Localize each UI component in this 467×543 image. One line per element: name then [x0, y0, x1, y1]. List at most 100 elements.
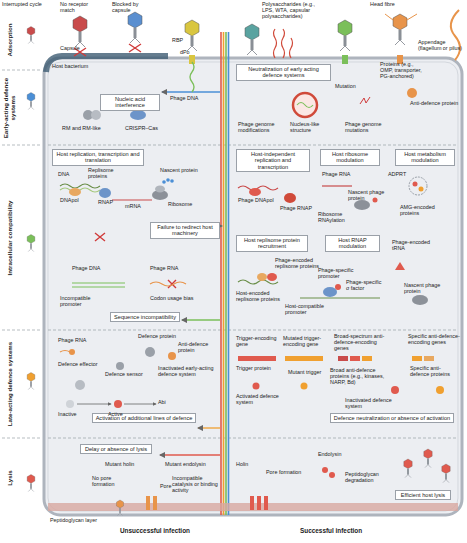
nucleus-like-structure	[293, 93, 317, 117]
annotation-label: Host bacterium	[52, 64, 92, 70]
label-box: Failure to redirect host machinery	[150, 222, 220, 239]
annotation-label: Defence protein	[138, 334, 178, 340]
row-separator	[2, 70, 458, 438]
row-heading: Adsorption	[7, 10, 14, 70]
defence-cascade	[145, 347, 155, 357]
host-cell	[44, 58, 462, 515]
lysis-membrane	[48, 467, 458, 511]
defence-protein	[91, 110, 101, 120]
annotation-label: Nascent phage protein	[348, 190, 390, 202]
host-machinery	[99, 188, 111, 198]
annotation-label: Active	[108, 412, 134, 418]
annotation-label: Pore formation	[266, 470, 306, 476]
annotation-label: Phage-encoded replisome proteins	[275, 258, 321, 270]
host-machinery	[166, 178, 170, 182]
progeny-phage	[404, 459, 412, 478]
phage-machinery	[412, 295, 428, 305]
appendage	[451, 10, 460, 60]
adsorbing-phage	[128, 12, 142, 43]
annotation-label: Specific anti-defence proteins	[410, 366, 460, 378]
interrupted-phage	[27, 373, 35, 390]
nucleus-like-structure	[293, 93, 317, 117]
block-cross	[74, 44, 176, 288]
defence-cascade	[391, 386, 399, 394]
row-separator	[2, 438, 40, 439]
annotation-label: Defence sensor	[105, 372, 143, 378]
annotation-label: Phage genome mutations	[345, 122, 395, 134]
defence-cascade	[424, 356, 434, 361]
annotation-label: RBP	[172, 38, 192, 44]
box-text: Nucleic acid interference	[103, 96, 157, 109]
phage-machinery	[257, 273, 267, 281]
receptor-protein	[189, 55, 403, 64]
annotation-label: CRISPR–Cas	[125, 126, 165, 132]
box-text: Host ribosome modulation	[323, 151, 377, 164]
host-machinery	[162, 180, 166, 184]
box-text: Sequence incompatibility	[113, 314, 177, 320]
block-cross	[129, 44, 141, 52]
box-text: Host RNAP modulation	[328, 237, 377, 250]
row-separator	[48, 438, 458, 439]
row-separator	[2, 145, 40, 146]
annotation-label: Mutated trigger-encoding gene	[283, 336, 329, 348]
block-cross	[95, 233, 105, 241]
box-text: Failure to redirect host machinery	[153, 224, 217, 237]
annotation-label: No pore formation	[92, 476, 130, 488]
annotation-label: Mutant trigger	[288, 370, 328, 376]
annotation-label: Replisome proteins	[88, 168, 128, 180]
defence-cascade	[75, 380, 85, 390]
label-box: Host metabolism modulation	[395, 149, 455, 166]
defence-cascade	[238, 356, 276, 361]
host-machinery	[170, 179, 174, 183]
label-box: Host-independent replication and transcr…	[236, 149, 310, 172]
box-text: Efficient host lysis	[398, 492, 448, 498]
annotation-label: mRNA	[125, 204, 147, 210]
interruption-arrow	[220, 225, 222, 226]
phage-machinery	[335, 284, 341, 290]
annotation-label: Broad-spectrum anti-defence-encoding gen…	[334, 334, 392, 352]
annotation-label: Trigger-encoding gene	[236, 336, 280, 348]
lysis-membrane	[250, 496, 254, 510]
label-box: Host replication, transcription and tran…	[52, 149, 144, 166]
phage-machinery	[249, 188, 261, 196]
label-box: Nucleic acid interference	[100, 94, 160, 111]
lysis-membrane	[322, 467, 328, 473]
host-cell	[44, 58, 462, 515]
interrupted-phage	[27, 235, 35, 252]
annotation-label: Trigger protein	[236, 366, 278, 372]
label-box: Defence neutralization or absence of act…	[330, 413, 454, 423]
head-fibre	[385, 14, 417, 20]
host-machinery	[72, 283, 125, 287]
adsorbing-phage	[73, 12, 407, 55]
mutation-mark	[360, 97, 370, 104]
defence-cascade	[436, 386, 444, 394]
infection-divider	[221, 32, 229, 515]
interrupted-phage	[27, 27, 35, 492]
host-machinery	[69, 188, 81, 196]
annotation-label: No receptor match	[60, 2, 102, 14]
interruption-arrow	[160, 92, 222, 455]
defence-protein	[130, 110, 146, 120]
defence-cascade	[253, 383, 260, 390]
annotation-label: Specific anti-defence-encoding genes	[408, 334, 462, 346]
interrupted-phage	[27, 93, 35, 110]
phage-machinery	[419, 187, 424, 192]
host-machinery	[60, 184, 100, 188]
adsorbing-phage	[393, 14, 407, 45]
interruption-arrow	[182, 319, 220, 320]
host-machinery	[112, 199, 152, 200]
lysis-membrane	[153, 496, 157, 510]
adsorbing-phage	[338, 20, 352, 51]
annotation-label: Ribosome	[168, 202, 200, 208]
phage-machinery	[300, 297, 380, 298]
interruption-arrow	[160, 454, 220, 455]
label-box: Sequence incompatibility	[110, 312, 180, 322]
polysaccharide	[274, 29, 293, 58]
box-text: Neutralization of early acting defence s…	[239, 66, 328, 79]
row-heading: Intracellular compatibility	[7, 153, 14, 323]
capsule-layer	[46, 56, 168, 72]
interruption-arrow	[198, 427, 220, 428]
phage-machinery	[409, 177, 427, 195]
defence-protein	[407, 88, 417, 98]
